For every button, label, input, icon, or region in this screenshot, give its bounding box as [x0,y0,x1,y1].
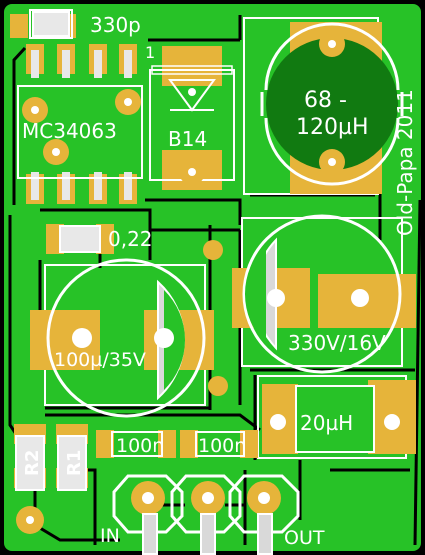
label-cap-100n-right: 100n [198,435,246,457]
capacitor-input [30,258,214,418]
capacitor-100n-right [180,430,258,458]
label-out: OUT [284,527,325,549]
resistor-sense [46,224,114,254]
capacitor-output [232,214,416,374]
label-inductor-main-2: 120µH [296,115,369,140]
label-cap-330p: 330p [90,13,141,37]
inductor-filter [257,375,416,459]
diode-b14 [149,46,235,190]
label-inductor-main-1: 68 - [304,88,347,113]
via [208,376,228,396]
connector-header [112,474,300,555]
mounting-hole-drill [26,516,34,524]
label-author: Old-Papa 2011 [393,89,417,236]
resistor-r1 [56,424,88,491]
label-cap-input: 100µ/35V [54,349,146,371]
via [203,240,223,260]
capacitor-330p [10,9,76,39]
label-resistor-sense: 0,22 [108,227,153,251]
label-r2: R2 [22,450,43,476]
label-in: IN [100,525,120,547]
resistor-r2 [14,424,46,491]
label-pin1: 1 [145,43,155,62]
label-r1: R1 [64,450,85,476]
label-cap-100n-left: 100n [116,435,164,457]
label-cap-output: 330V/16V [288,331,386,355]
ic-mc34063 [17,44,143,204]
label-inductor-filter: 20µH [300,411,353,435]
inductor-main [243,17,404,195]
capacitor-100n-left [96,430,176,458]
label-ic: MC34063 [22,119,117,143]
label-diode: B14 [168,127,207,151]
